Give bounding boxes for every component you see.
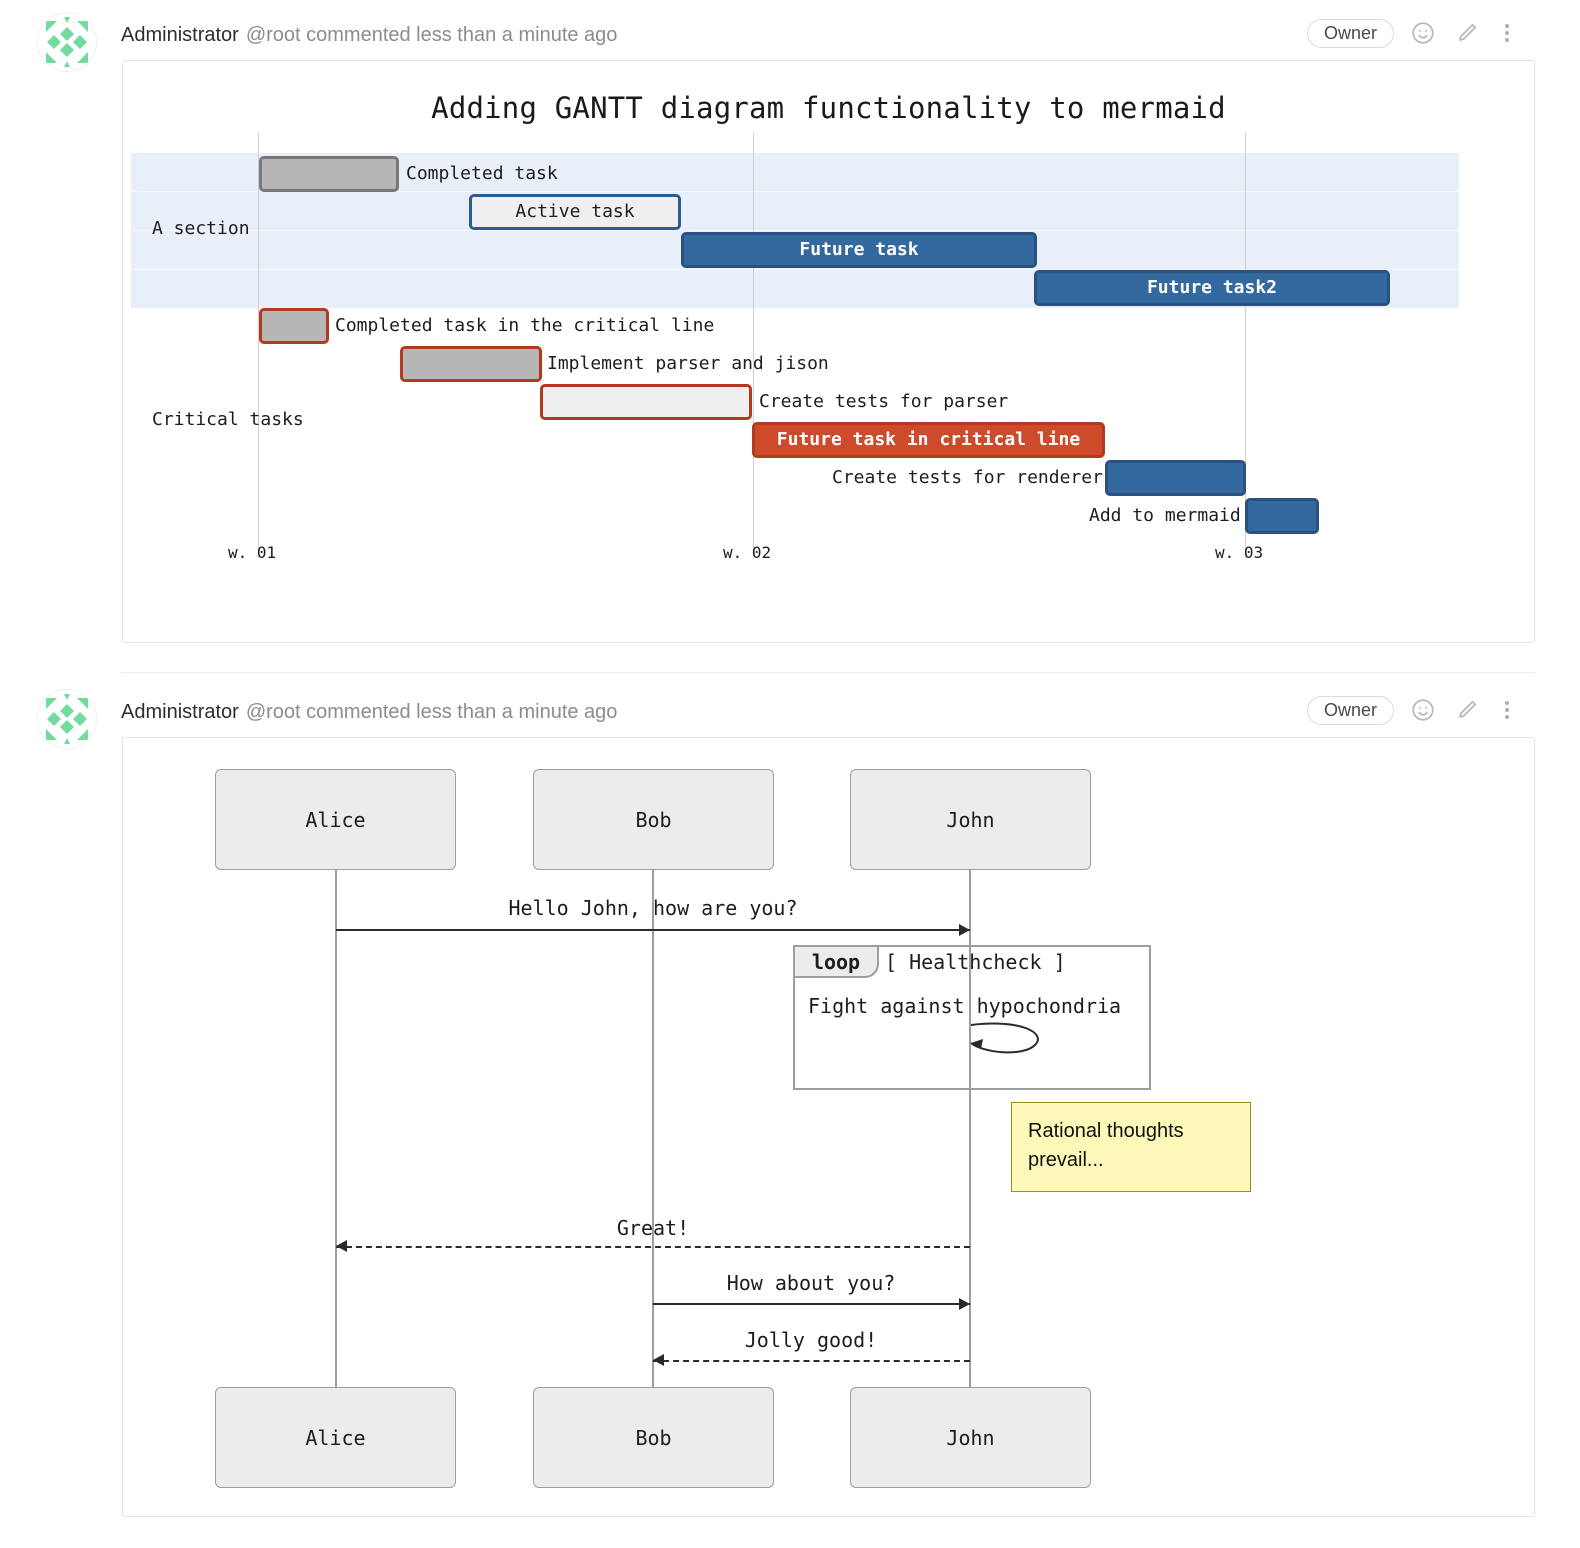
more-icon[interactable]: [1496, 18, 1518, 48]
loop-box: [793, 945, 1151, 1090]
gantt-bar-label: Completed task: [406, 163, 558, 184]
arrowhead-right: [959, 924, 970, 936]
owner-badge: Owner: [1306, 695, 1394, 725]
comment-actions-1: Owner: [1306, 18, 1518, 48]
gantt-bar-future-task2[interactable]: Future task2: [1034, 270, 1390, 306]
comment-author[interactable]: Administrator: [121, 700, 239, 723]
gantt-axis-tick-w02: w. 02: [723, 543, 772, 562]
participant-bob-top[interactable]: Bob: [533, 769, 774, 870]
arrowhead-left: [336, 1240, 347, 1252]
gantt-axis-tick-w01: w. 01: [228, 543, 277, 562]
gantt-card: Adding GANTT diagram functionality to me…: [122, 60, 1535, 643]
gantt-bar-completed-task[interactable]: [259, 156, 399, 192]
participant-alice-bottom[interactable]: Alice: [215, 1387, 456, 1488]
gantt-bar-inner-label: Active task: [515, 201, 635, 222]
gantt-bar-label: Add to mermaid: [1089, 505, 1241, 526]
arrowhead-left: [653, 1354, 664, 1366]
gantt-bar-inner-label: Future task2: [1146, 277, 1278, 298]
comment-actions-2: Owner: [1306, 695, 1518, 725]
gantt-bar-label: Implement parser and jison: [547, 353, 829, 374]
message-line-2: [336, 1246, 970, 1248]
gantt-bar-completed-critical[interactable]: [259, 308, 329, 344]
gantt-bar-implement-parser[interactable]: [400, 346, 542, 382]
message-label-2: Great!: [616, 1216, 690, 1240]
message-line-4: [653, 1360, 970, 1362]
gantt-bar-add-to-mermaid[interactable]: [1245, 498, 1319, 534]
note-box: Rational thoughts prevail...: [1011, 1102, 1251, 1192]
loop-message-label: Fight against hypochondria: [808, 994, 1122, 1018]
loop-condition: [ Healthcheck ]: [885, 950, 1066, 974]
gantt-section-label-critical: Critical tasks: [152, 409, 304, 430]
gantt-bar-label: Completed task in the critical line: [335, 315, 715, 336]
edit-icon[interactable]: [1452, 695, 1482, 725]
gantt-bar-label: Create tests for renderer: [832, 467, 1103, 488]
message-line-1: [336, 929, 970, 931]
comment-author[interactable]: Administrator: [121, 23, 239, 46]
lifeline-alice: [335, 870, 337, 1402]
message-line-3: [653, 1303, 970, 1305]
edit-icon[interactable]: [1452, 18, 1482, 48]
gantt-bar-create-tests-renderer[interactable]: [1105, 460, 1246, 496]
gantt-bar-active-task[interactable]: Active task: [469, 194, 681, 230]
gantt-gridline-w02: [753, 133, 754, 558]
gantt-rowline: [131, 230, 1459, 231]
participant-bob-bottom[interactable]: Bob: [533, 1387, 774, 1488]
gantt-rowline: [131, 191, 1459, 192]
owner-badge: Owner: [1306, 18, 1394, 48]
avatar[interactable]: [37, 689, 97, 749]
comment-meta: @root commented less than a minute ago: [245, 700, 618, 723]
emoji-icon[interactable]: [1408, 695, 1438, 725]
message-label-1: Hello John, how are you?: [508, 896, 798, 920]
arrowhead-right: [959, 1298, 970, 1310]
gantt-bar-inner-label: Future task: [799, 239, 919, 260]
gantt-section-label-a: A section: [152, 218, 250, 239]
participant-john-bottom[interactable]: John: [850, 1387, 1091, 1488]
comment-header-2: Administrator @root commented less than …: [121, 695, 617, 729]
gantt-bar-create-tests-parser[interactable]: [540, 384, 752, 420]
gantt-bar-future-critical[interactable]: Future task in critical line: [752, 422, 1105, 458]
message-label-3: How about you?: [726, 1271, 896, 1295]
gantt-bar-future-task[interactable]: Future task: [681, 232, 1037, 268]
emoji-icon[interactable]: [1408, 18, 1438, 48]
more-icon[interactable]: [1496, 695, 1518, 725]
comment-meta: @root commented less than a minute ago: [245, 23, 618, 46]
comment-header-1: Administrator @root commented less than …: [121, 18, 617, 52]
self-message-arrow: [963, 1013, 1053, 1068]
gantt-rowline: [131, 269, 1459, 270]
gantt-gridline-w01: [258, 133, 259, 558]
participant-alice-top[interactable]: Alice: [215, 769, 456, 870]
gantt-gridline-w03: [1245, 133, 1246, 558]
participant-john-top[interactable]: John: [850, 769, 1091, 870]
gantt-bar-label: Create tests for parser: [759, 391, 1009, 412]
lifeline-john: [969, 870, 971, 1402]
sequence-card: Alice Bob John Hello John, how are you? …: [122, 737, 1535, 1517]
gantt-axis-tick-w03: w. 03: [1215, 543, 1264, 562]
avatar[interactable]: [37, 12, 97, 72]
lifeline-bob: [652, 870, 654, 1402]
message-label-4: Jolly good!: [744, 1328, 878, 1352]
comment-divider: [121, 672, 1535, 673]
loop-tag: loop: [793, 945, 879, 978]
gantt-title: Adding GANTT diagram functionality to me…: [431, 91, 1226, 125]
gantt-bar-inner-label: Future task in critical line: [776, 429, 1081, 450]
